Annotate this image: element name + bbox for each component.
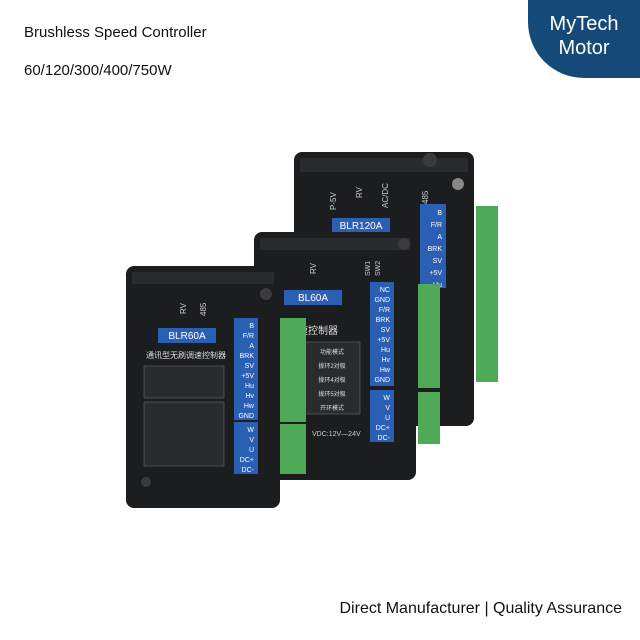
pin-label: GND <box>238 413 254 420</box>
pin-label: B <box>437 210 442 217</box>
pin-label: +5V <box>241 373 254 380</box>
pin-label: Hw <box>244 403 255 410</box>
address-table <box>143 401 225 467</box>
pin-label: DC- <box>378 435 391 442</box>
pin-label: F/R <box>243 333 254 340</box>
pin-label: F/R <box>379 307 390 314</box>
mode-row: 拨环5对极 <box>318 390 345 398</box>
pin-label: W <box>383 395 390 402</box>
model-label: BLR60A <box>168 331 206 342</box>
controller-bl60a: RV SW1 SW2 BL60A 速控制器 功能模式 拨环2对极 拨环4对极 拨… <box>254 232 440 480</box>
mode-row: 拨环4对极 <box>318 376 345 384</box>
pin-label: BRK <box>376 317 391 324</box>
pin-label: V <box>249 437 254 444</box>
pin-label: U <box>385 415 390 422</box>
panel-title: 通讯型无刷调速控制器 <box>146 350 226 360</box>
pin-label: U <box>249 447 254 454</box>
mode-row: 功能模式 <box>320 348 344 356</box>
pin-label: +5V <box>377 337 390 344</box>
pin-label: F/R <box>431 222 442 229</box>
pin-label: DC+ <box>376 425 390 432</box>
pin-label: Hv <box>381 357 390 364</box>
pin-label: Hw <box>380 367 391 374</box>
product-title: Brushless Speed Controller <box>24 24 207 41</box>
terminal-block <box>418 392 440 444</box>
pin-label: Hu <box>381 347 390 354</box>
pin-label: Hv <box>245 393 254 400</box>
model-label: BLR120A <box>340 221 383 232</box>
pin-label: SV <box>381 327 391 334</box>
top-label: RV <box>179 302 188 314</box>
mode-row: 开环模式 <box>320 404 344 412</box>
terminal-block <box>476 206 498 382</box>
parameter-table <box>143 365 225 399</box>
tagline: Direct Manufacturer | Quality Assurance <box>339 600 623 617</box>
pin-label: Hu <box>245 383 254 390</box>
pin-label: B <box>249 323 254 330</box>
pin-label: W <box>247 427 254 434</box>
led-indicator-icon <box>452 178 464 190</box>
terminal-block <box>280 318 306 422</box>
mount-hole-icon <box>423 153 437 167</box>
pin-label: DC- <box>242 467 255 474</box>
pin-label: A <box>249 343 254 350</box>
top-label: SW1 <box>365 261 372 276</box>
pin-label: +5V <box>429 270 442 277</box>
top-label: P-5V <box>329 192 338 210</box>
pin-label: SV <box>245 363 255 370</box>
top-label: 485 <box>421 190 430 204</box>
controller-blr60a: RV 485 BLR60A 通讯型无刷调速控制器 B F/R A BRK SV … <box>126 266 306 508</box>
mount-hole-icon <box>141 477 151 487</box>
power-range: 60/120/300/400/750W <box>24 62 172 79</box>
pin-label: GND <box>374 297 390 304</box>
model-label: BL60A <box>298 293 328 304</box>
top-label: AC/DC <box>381 183 390 208</box>
brand-name-line2: Motor <box>558 37 610 59</box>
terminal-block <box>280 424 306 474</box>
panel-title: 速控制器 <box>298 324 338 337</box>
pin-label: BRK <box>240 353 255 360</box>
top-label: RV <box>355 186 364 198</box>
pin-label: NC <box>380 287 390 294</box>
pin-label: GND <box>374 377 390 384</box>
top-label: SW2 <box>375 261 382 276</box>
pin-label: BRK <box>428 246 443 253</box>
voltage-label: VDC:12V—24V <box>312 431 361 438</box>
pin-label: V <box>385 405 390 412</box>
mount-hole-icon <box>260 288 272 300</box>
brand-name-line1: MyTech <box>549 13 619 35</box>
pin-label: SV <box>433 258 443 265</box>
mode-row: 拨环2对极 <box>318 362 345 370</box>
pin-label: A <box>437 234 442 241</box>
top-label: 485 <box>199 302 208 316</box>
terminal-block <box>418 284 440 388</box>
pin-label: DC+ <box>240 457 254 464</box>
mount-hole-icon <box>398 238 410 250</box>
top-label: RV <box>309 262 318 274</box>
